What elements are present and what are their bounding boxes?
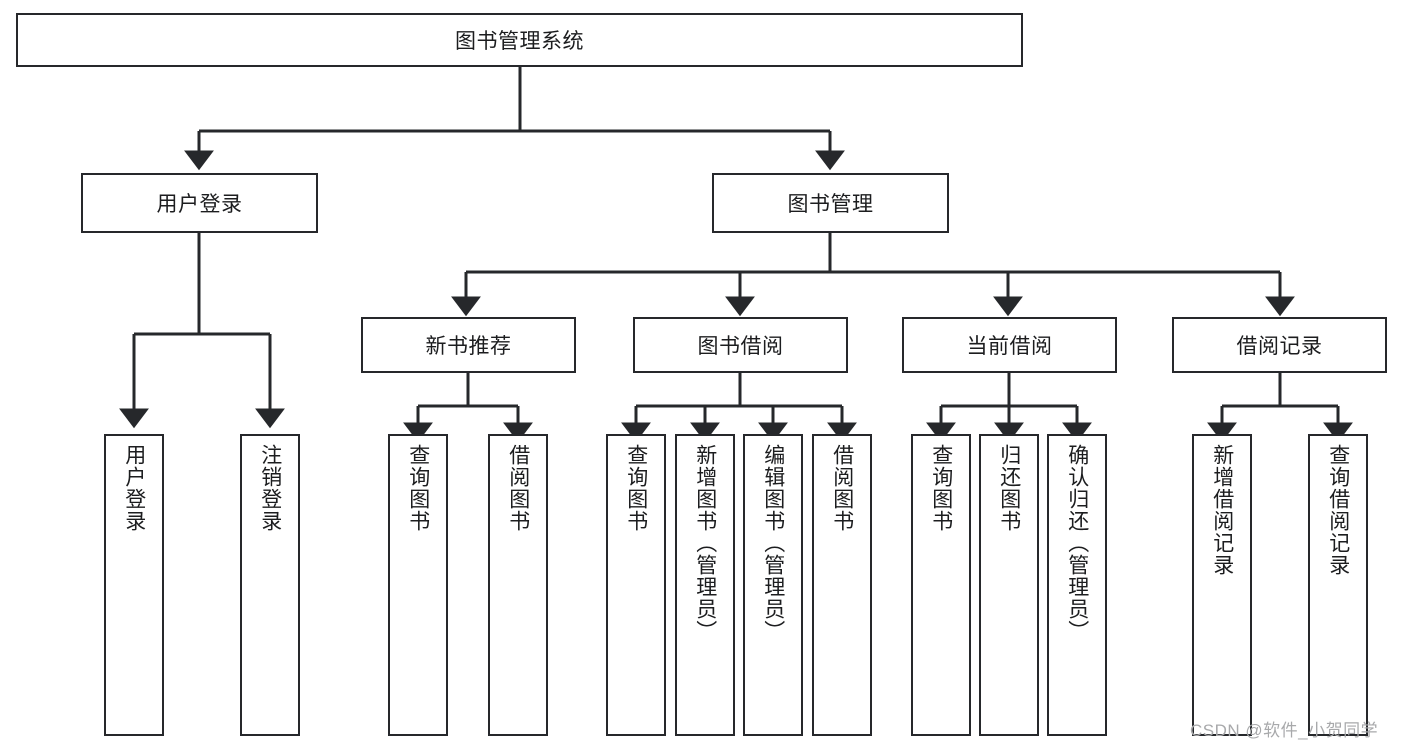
node-leaf-query-book-3[interactable]: 查询图书 (911, 434, 971, 736)
node-leaf-query-book-1[interactable]: 查询图书 (388, 434, 448, 736)
node-root-label: 图书管理系统 (455, 30, 584, 53)
node-book-borrow-label: 图书借阅 (697, 335, 784, 358)
csdn-watermark: CSDN @软件_小贺同学 (1190, 721, 1379, 740)
node-leaf-user-login[interactable]: 用户登录 (104, 434, 164, 736)
node-leaf-user-login-label: 用户登录 (122, 444, 146, 532)
node-user-login[interactable]: 用户登录 (81, 173, 318, 233)
node-leaf-borrow-book-2-label: 借阅图书 (830, 444, 854, 532)
node-leaf-borrow-book-1[interactable]: 借阅图书 (488, 434, 548, 736)
node-root-book-management-system[interactable]: 图书管理系统 (16, 13, 1023, 67)
node-leaf-query-book-1-label: 查询图书 (406, 444, 430, 532)
node-leaf-query-record-label: 查询借阅记录 (1326, 444, 1350, 576)
node-new-book-recommend[interactable]: 新书推荐 (361, 317, 576, 373)
node-leaf-query-book-3-label: 查询图书 (929, 444, 953, 532)
node-leaf-logout-login[interactable]: 注销登录 (240, 434, 300, 736)
node-book-management[interactable]: 图书管理 (712, 173, 949, 233)
node-leaf-add-book[interactable]: 新增图书（管理员） (675, 434, 735, 736)
node-leaf-borrow-book-2[interactable]: 借阅图书 (812, 434, 872, 736)
node-book-management-label: 图书管理 (787, 193, 874, 216)
node-leaf-return-book[interactable]: 归还图书 (979, 434, 1039, 736)
node-borrow-record[interactable]: 借阅记录 (1172, 317, 1387, 373)
node-leaf-edit-book-label: 编辑图书（管理员） (761, 444, 785, 642)
node-leaf-edit-book[interactable]: 编辑图书（管理员） (743, 434, 803, 736)
node-book-borrow[interactable]: 图书借阅 (633, 317, 848, 373)
node-leaf-borrow-book-1-label: 借阅图书 (506, 444, 530, 532)
node-leaf-return-book-label: 归还图书 (997, 444, 1021, 532)
node-current-borrow[interactable]: 当前借阅 (902, 317, 1117, 373)
node-leaf-confirm-return[interactable]: 确认归还（管理员） (1047, 434, 1107, 736)
node-borrow-record-label: 借阅记录 (1236, 335, 1323, 358)
node-leaf-confirm-return-label: 确认归还（管理员） (1065, 444, 1089, 642)
node-leaf-add-book-label: 新增图书（管理员） (693, 444, 717, 642)
node-leaf-add-record[interactable]: 新增借阅记录 (1192, 434, 1252, 736)
node-leaf-logout-login-label: 注销登录 (258, 444, 282, 532)
node-leaf-query-book-2-label: 查询图书 (624, 444, 648, 532)
node-leaf-query-record[interactable]: 查询借阅记录 (1308, 434, 1368, 736)
node-new-book-recommend-label: 新书推荐 (425, 335, 512, 358)
node-user-login-label: 用户登录 (156, 193, 243, 216)
node-current-borrow-label: 当前借阅 (966, 335, 1053, 358)
node-leaf-add-record-label: 新增借阅记录 (1210, 444, 1234, 576)
node-leaf-query-book-2[interactable]: 查询图书 (606, 434, 666, 736)
